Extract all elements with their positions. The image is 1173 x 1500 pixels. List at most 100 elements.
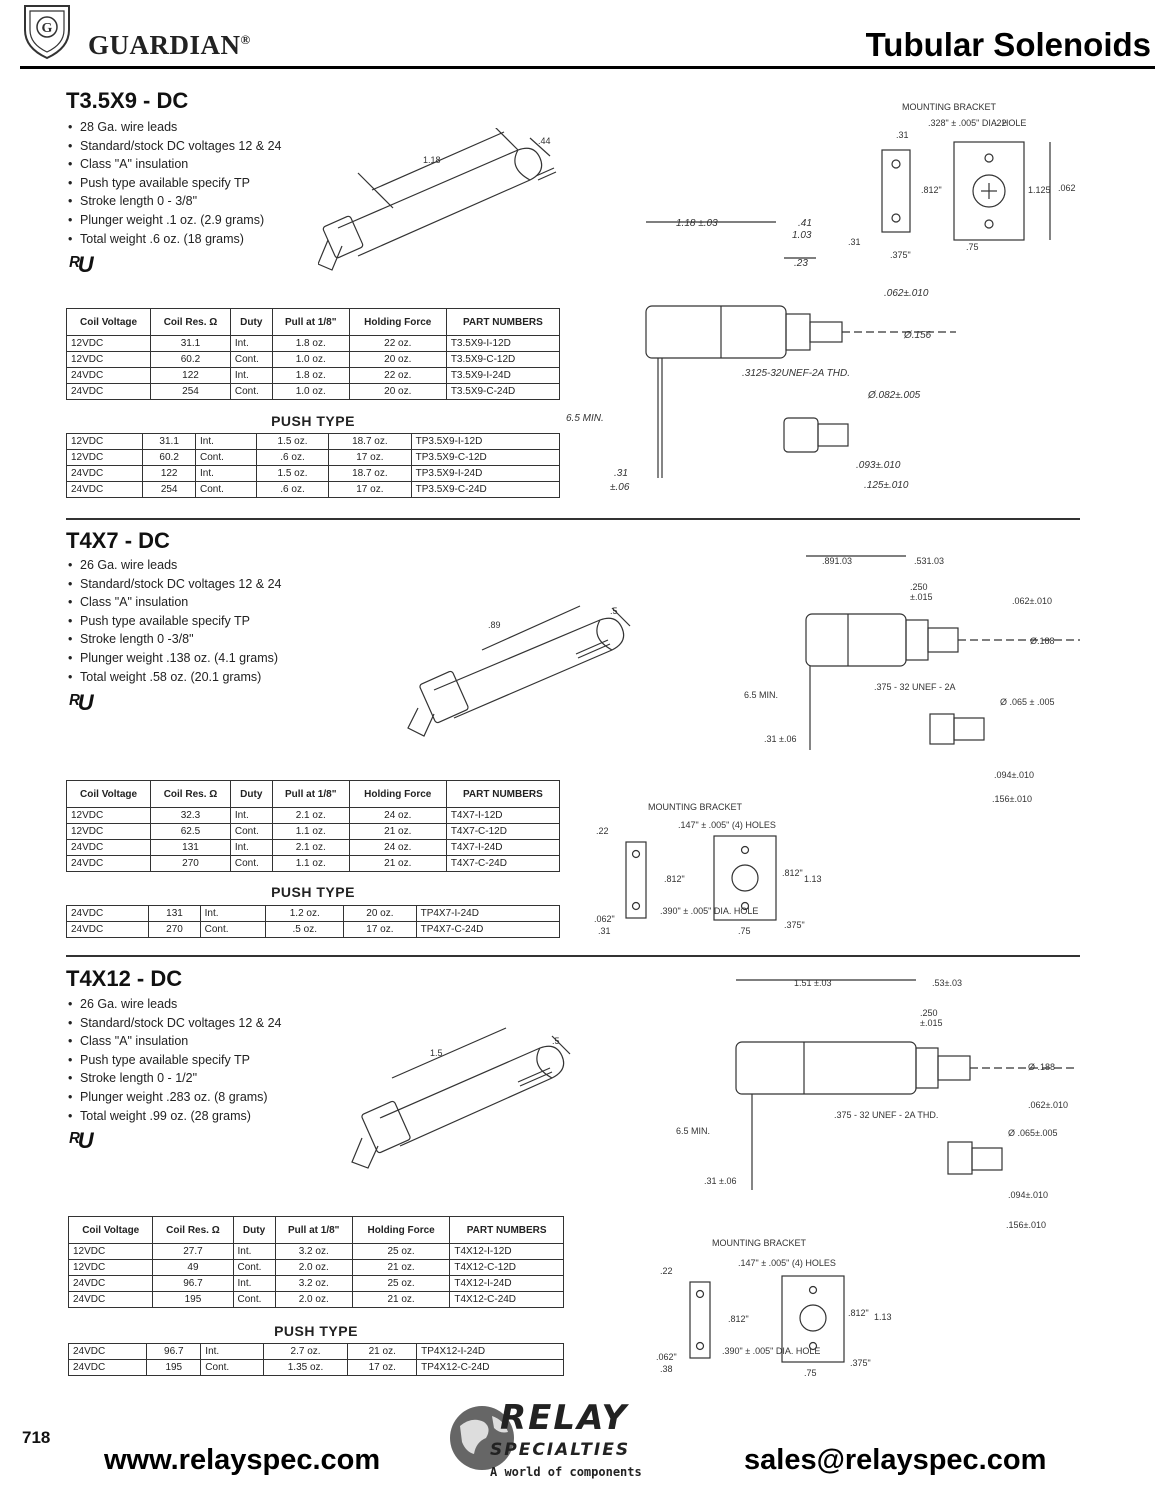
svg-text:.147" ± .005" (4) HOLES: .147" ± .005" (4) HOLES [738, 1258, 836, 1268]
dimension-drawing-t4x12: 1.51 ±.03 .53±.03 .250 ±.015 Ø .188 .062… [676, 978, 1076, 1230]
guardian-shield-logo: G [24, 5, 70, 60]
svg-text:.23: .23 [794, 258, 808, 269]
dia-label: .44 [538, 136, 551, 146]
svg-text:.812": .812" [782, 868, 803, 878]
globe-icon [450, 1406, 514, 1470]
feature-item: Stroke length 0 -3/8" [66, 630, 336, 649]
svg-text:MOUNTING BRACKET: MOUNTING BRACKET [648, 802, 743, 812]
svg-text:.375 - 32 UNEF - 2A: .375 - 32 UNEF - 2A [874, 682, 956, 692]
svg-text:1.18 ±.03: 1.18 ±.03 [676, 218, 718, 229]
page-title: Tubular Solenoids [865, 26, 1151, 63]
solenoid-sketch-t4x12: 1.5 .5 [351, 1027, 571, 1169]
section-divider [66, 518, 1080, 520]
feature-item: Push type available specify TP [66, 612, 336, 631]
dimension-drawing-t3-5x9: MOUNTING BRACKET .31 .328" ± .005" DIA. … [566, 102, 1076, 493]
page-number: 718 [22, 1428, 51, 1447]
section-title-t3-5x9: T3.5X9 - DC [66, 88, 189, 113]
feature-item: Plunger weight .1 oz. (2.9 grams) [66, 211, 336, 230]
svg-text:.5: .5 [610, 606, 618, 616]
svg-text:.375": .375" [890, 250, 911, 260]
svg-text:.094±.010: .094±.010 [1008, 1190, 1048, 1200]
svg-text:Ø .188: Ø .188 [1028, 1062, 1055, 1072]
svg-text:.531.03: .531.03 [914, 556, 944, 566]
feature-item: Total weight .99 oz. (28 grams) [66, 1107, 336, 1126]
svg-text:6.5 MIN.: 6.5 MIN. [744, 690, 778, 700]
svg-text:.22: .22 [660, 1266, 673, 1276]
svg-text:.062±.010: .062±.010 [884, 288, 929, 299]
svg-text:.093±.010: .093±.010 [856, 460, 901, 471]
svg-text:.53±.03: .53±.03 [932, 978, 962, 988]
feature-item: Push type available specify TP [66, 174, 336, 193]
svg-text:.094±.010: .094±.010 [994, 770, 1034, 780]
svg-text:6.5 MIN.: 6.5 MIN. [566, 413, 604, 424]
svg-text:.390" ± .005" DIA. HOLE: .390" ± .005" DIA. HOLE [722, 1346, 820, 1356]
mounting-bracket-t4x7: MOUNTING BRACKET .22 .147" ± .005" (4) H… [594, 802, 822, 936]
mounting-bracket-t4x12: MOUNTING BRACKET .22 .147" ± .005" (4) H… [656, 1238, 892, 1378]
svg-text:1.13: 1.13 [874, 1312, 892, 1322]
svg-text:.375 - 32 UNEF - 2A THD.: .375 - 32 UNEF - 2A THD. [834, 1110, 938, 1120]
feature-item: Plunger weight .283 oz. (8 grams) [66, 1088, 336, 1107]
svg-text:.31: .31 [598, 926, 611, 936]
svg-text:.75: .75 [804, 1368, 817, 1378]
svg-text:Ø.082±.005: Ø.082±.005 [867, 390, 921, 401]
svg-text:.156±.010: .156±.010 [992, 794, 1032, 804]
feature-item: Stroke length 0 - 3/8" [66, 192, 336, 211]
svg-text:.75: .75 [738, 926, 751, 936]
svg-text:.89: .89 [488, 620, 501, 630]
svg-text:.062": .062" [656, 1352, 677, 1362]
svg-text:.147" ± .005" (4) HOLES: .147" ± .005" (4) HOLES [678, 820, 776, 830]
website-link[interactable]: www.relayspec.com [104, 1444, 381, 1476]
svg-text:.062: .062 [1058, 183, 1076, 193]
svg-text:.22: .22 [596, 826, 609, 836]
svg-text:.125±.010: .125±.010 [864, 480, 909, 491]
feature-list-t4x12: 26 Ga. wire leads Standard/stock DC volt… [66, 995, 336, 1125]
svg-text:1.5: 1.5 [430, 1048, 443, 1058]
svg-text:Ø .065±.005: Ø .065±.005 [1008, 1128, 1057, 1138]
svg-text:.22: .22 [994, 118, 1007, 128]
svg-text:.5: .5 [552, 1036, 560, 1046]
svg-text:.062": .062" [594, 914, 615, 924]
section-divider [66, 955, 1080, 957]
feature-item: Standard/stock DC voltages 12 & 24 [66, 575, 336, 594]
svg-text:.156±.010: .156±.010 [1006, 1220, 1046, 1230]
feature-item: Total weight .6 oz. (18 grams) [66, 230, 336, 249]
feature-item: Stroke length 0 - 1/2" [66, 1069, 336, 1088]
shield-letter: G [42, 21, 53, 36]
svg-text:.250: .250 [920, 1008, 938, 1018]
svg-text:.250: .250 [910, 582, 928, 592]
svg-text:.75: .75 [966, 242, 979, 252]
push-type-label: PUSH TYPE [274, 1323, 358, 1339]
feature-item: Standard/stock DC voltages 12 & 24 [66, 1014, 336, 1033]
svg-text:1.125: 1.125 [1028, 185, 1051, 195]
solenoid-sketch-t3-5x9: 1.18 .44 [318, 128, 557, 271]
feature-item: Plunger weight .138 oz. (4.1 grams) [66, 649, 336, 668]
svg-text:.38: .38 [660, 1364, 673, 1374]
svg-text:Ø .065 ± .005: Ø .065 ± .005 [1000, 697, 1054, 707]
svg-text:Ø.188: Ø.188 [1030, 636, 1055, 646]
feature-item: Class "A" insulation [66, 1032, 336, 1051]
email-link[interactable]: sales@relayspec.com [744, 1444, 1047, 1476]
svg-text:.31 ±.06: .31 ±.06 [764, 734, 796, 744]
relay-logo-word: RELAY [500, 1398, 629, 1438]
svg-text:.31 ±.06: .31 ±.06 [704, 1176, 736, 1186]
svg-text:±.06: ±.06 [610, 482, 630, 493]
